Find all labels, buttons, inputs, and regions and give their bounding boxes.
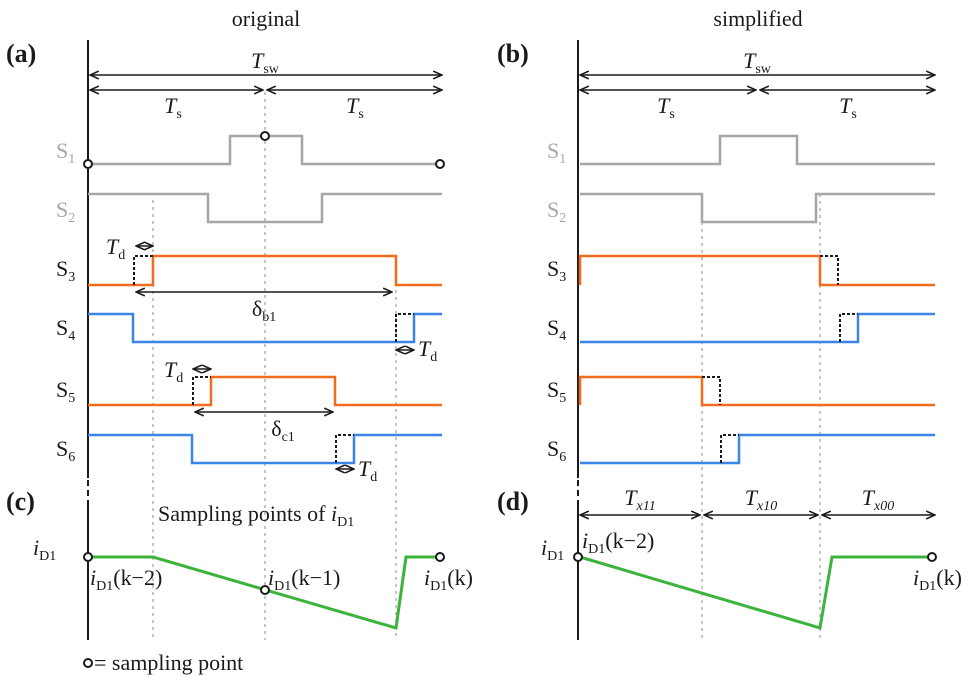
- td-label-s3: Td: [106, 234, 125, 263]
- delta-c1-label: δc1: [271, 416, 295, 445]
- td-label-s6: Td: [358, 456, 377, 485]
- deadtime-marker-s6: [720, 434, 739, 463]
- waveform-s5: [88, 375, 442, 407]
- signal-label-s1: S1: [547, 138, 566, 167]
- sample-label-k-minus-2: iD1(k−2): [582, 528, 654, 557]
- waveform-s2: [580, 192, 935, 224]
- tx11-label: Tx11: [624, 485, 655, 514]
- sampling-point: [435, 552, 445, 562]
- panel-simplified: Tsw Ts Ts S1 S2 S3 S4 S5 S6 Tx11 Tx10 Tx…: [541, 40, 962, 640]
- signal-label-s4: S4: [56, 315, 75, 344]
- current-waveform-left: [88, 555, 440, 630]
- sample-label-k-minus-2: iD1(k−2): [90, 565, 162, 594]
- sample-label-k: iD1(k): [913, 565, 962, 594]
- ts-label-1: Ts: [657, 93, 675, 122]
- panel-label-d: (d): [497, 487, 529, 516]
- signal-label-s2: S2: [547, 197, 566, 226]
- panel-label-a: (a): [6, 39, 36, 68]
- current-waveform-right: [579, 555, 932, 630]
- deadtime-marker-s3: [133, 255, 153, 285]
- sampling-point: [83, 159, 93, 169]
- current-axis-label-left: iD1: [33, 535, 56, 564]
- waveform-s2: [88, 192, 442, 224]
- panel-label-c: (c): [6, 487, 35, 516]
- deadtime-marker-s6: [335, 434, 354, 463]
- deadtime-marker-s5: [192, 376, 211, 405]
- tx10-label: Tx10: [745, 485, 777, 514]
- ts-label-2: Ts: [839, 93, 857, 122]
- signal-label-s3: S3: [547, 256, 566, 285]
- waveform-s4: [580, 312, 935, 344]
- sample-label-k-minus-1: iD1(k−1): [268, 565, 340, 594]
- deadtime-marker-s5: [702, 376, 721, 405]
- legend-sampling-point-marker: [83, 658, 93, 668]
- panel-label-b: (b): [497, 39, 529, 68]
- signal-label-s5: S5: [547, 377, 566, 406]
- waveform-s6: [580, 433, 935, 465]
- waveform-s3: [88, 254, 442, 287]
- deadtime-marker-s4: [839, 313, 858, 342]
- deadtime-marker-s3: [820, 255, 839, 285]
- sampling-point: [927, 552, 937, 562]
- waveform-s6: [88, 433, 442, 465]
- waveform-s4: [88, 312, 442, 344]
- current-axis-label-right: iD1: [541, 535, 564, 564]
- sampling-point: [83, 552, 93, 562]
- panel-original: Tsw Ts Ts S1 S2 S3 S4 S5 S6 Td δb1 Td Td…: [33, 40, 473, 640]
- tsw-label: Tsw: [743, 48, 772, 77]
- sampling-point: [260, 585, 270, 595]
- signal-label-s1: S1: [56, 138, 75, 167]
- waveform-s5: [578, 375, 935, 407]
- waveform-s3: [578, 254, 935, 287]
- signal-label-s3: S3: [56, 256, 75, 285]
- signal-label-s6: S6: [547, 436, 566, 465]
- signal-label-s2: S2: [56, 197, 75, 226]
- signal-label-s5: S5: [56, 377, 75, 406]
- title-simplified: simplified: [713, 6, 802, 31]
- td-label-s4: Td: [418, 336, 437, 365]
- signal-label-s4: S4: [547, 315, 566, 344]
- waveform-s1: [580, 134, 935, 166]
- sampling-point: [260, 131, 270, 141]
- title-original: original: [232, 6, 300, 31]
- deadtime-marker-s4: [395, 313, 414, 342]
- sampling-point: [435, 159, 445, 169]
- delta-b1-label: δb1: [252, 296, 276, 325]
- legend-text: = sampling point: [94, 650, 243, 675]
- td-label-s5: Td: [164, 357, 183, 386]
- ts-label-2: Ts: [346, 93, 364, 122]
- signal-label-s6: S6: [56, 436, 75, 465]
- sample-label-k: iD1(k): [424, 565, 473, 594]
- sampling-caption: Sampling points of iD1: [158, 501, 354, 530]
- tsw-label: Tsw: [251, 48, 280, 77]
- ts-label-1: Ts: [164, 93, 182, 122]
- sampling-point: [573, 552, 583, 562]
- tx00-label: Tx00: [862, 485, 894, 514]
